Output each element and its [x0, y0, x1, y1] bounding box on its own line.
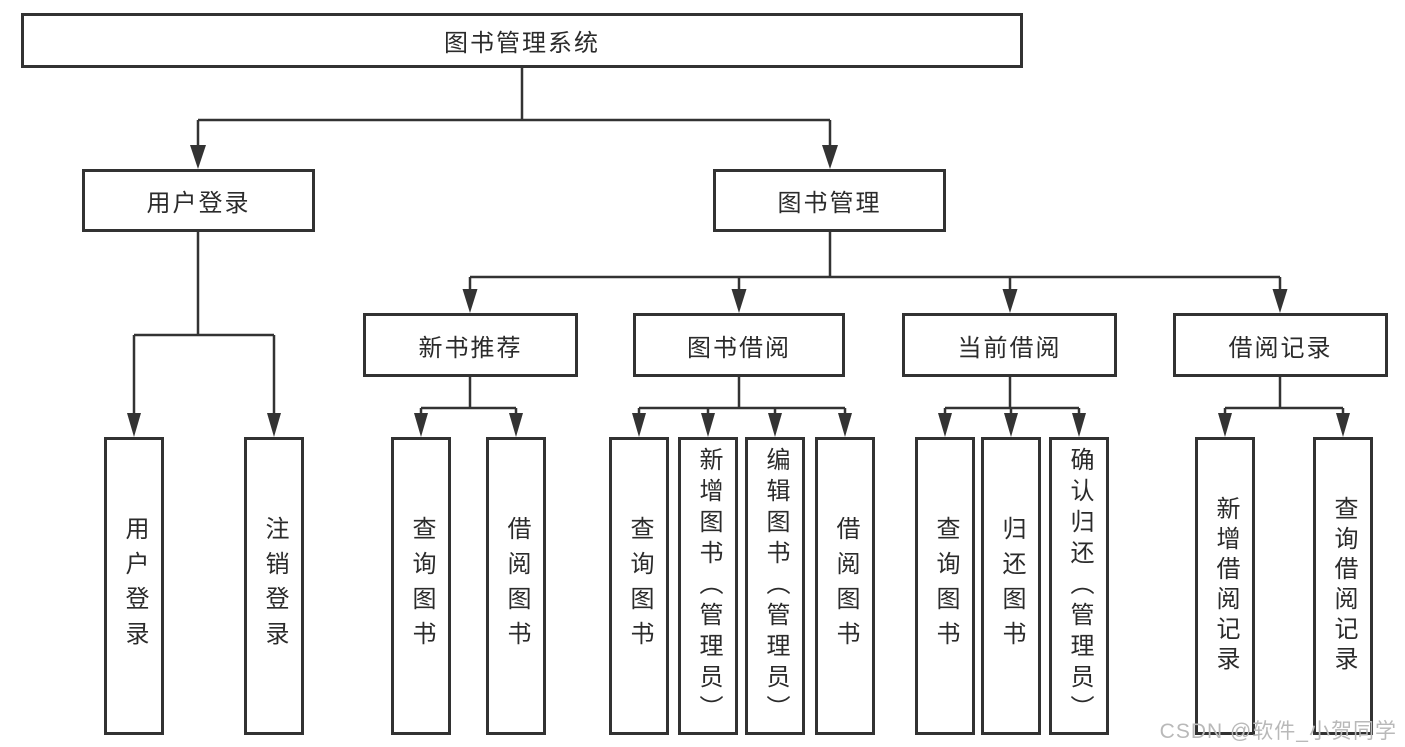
leaf-query-book-borrow: 查询图书 — [609, 437, 669, 735]
node-label: 当前借阅 — [957, 334, 1062, 362]
leaf-query-book-recommend: 查询图书 — [391, 437, 451, 735]
node-book-borrow: 图书借阅 — [633, 313, 845, 377]
node-borrow-records: 借阅记录 — [1173, 313, 1388, 377]
node-library-system: 图书管理系统 — [21, 13, 1023, 68]
leaf-logout: 注销登录 — [244, 437, 304, 735]
leaf-user-login: 用户登录 — [104, 437, 164, 735]
leaf-return-book: 归还图书 — [981, 437, 1041, 735]
leaf-query-book-current: 查询图书 — [915, 437, 975, 735]
arrow-down-icons — [127, 145, 1350, 437]
leaf-add-book-admin: 新增图书（管理员） — [678, 437, 738, 735]
node-label: 借阅记录 — [1228, 334, 1333, 362]
leaf-edit-book-admin: 编辑图书（管理员） — [745, 437, 805, 735]
watermark: CSDN @软件_小贺同学 — [1159, 720, 1397, 743]
leaf-confirm-return-admin: 确认归还（管理员） — [1049, 437, 1109, 735]
leaf-borrow-book: 借阅图书 — [815, 437, 875, 735]
node-label: 用户登录 — [146, 190, 251, 217]
node-new-book-recommend: 新书推荐 — [363, 313, 578, 377]
node-label: 图书管理系统 — [444, 30, 600, 57]
node-user-login: 用户登录 — [82, 169, 315, 232]
leaf-borrow-book-recommend: 借阅图书 — [486, 437, 546, 735]
leaf-query-borrow-record: 查询借阅记录 — [1313, 437, 1373, 735]
leaf-add-borrow-record: 新增借阅记录 — [1195, 437, 1255, 735]
node-label: 图书管理 — [777, 190, 882, 217]
node-label: 新书推荐 — [418, 334, 523, 362]
node-book-management: 图书管理 — [713, 169, 946, 232]
node-current-borrow: 当前借阅 — [902, 313, 1117, 377]
node-label: 图书借阅 — [687, 334, 791, 362]
